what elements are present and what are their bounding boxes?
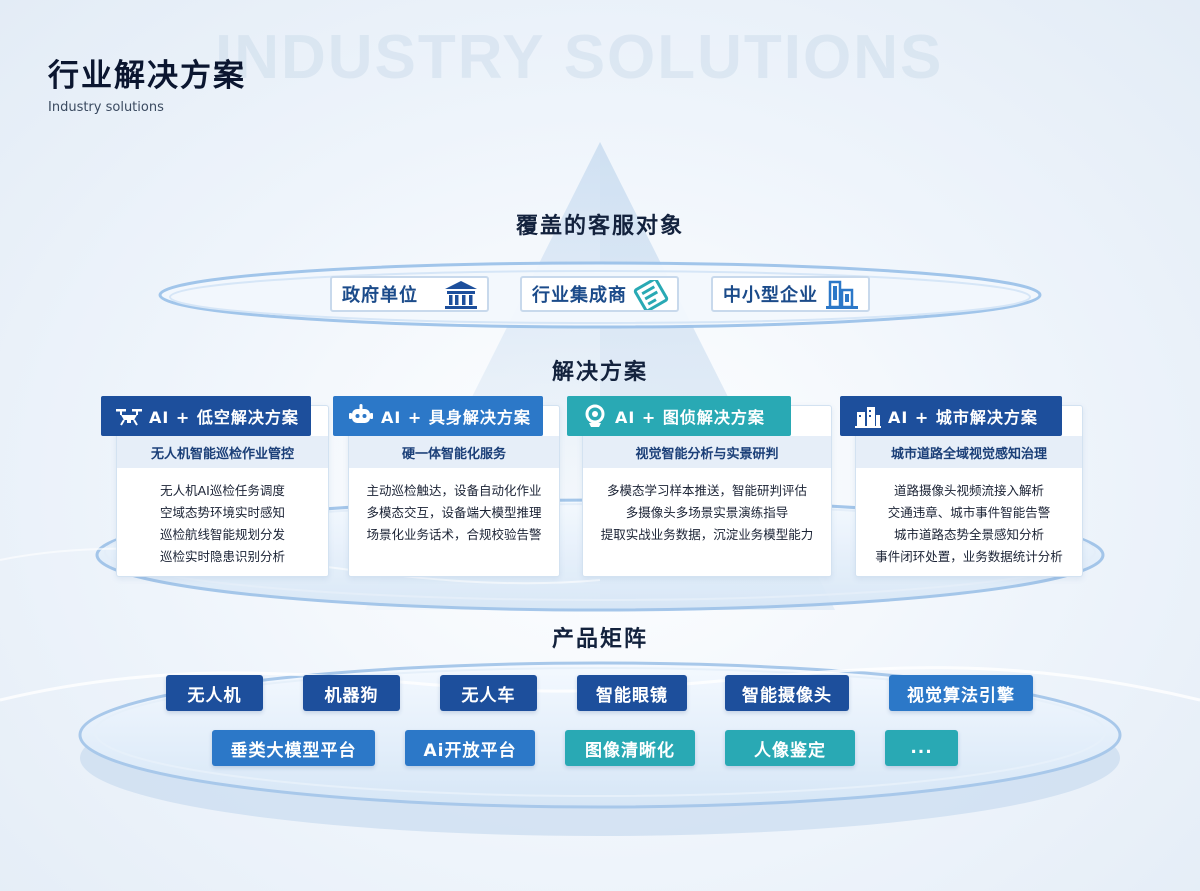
solution-card-imaging: AI + 图侦解决方案 视觉智能分析与实景研判 多模态学习样本推送，智能研判评估… [567, 396, 832, 577]
product-item: 机器狗 [303, 675, 400, 711]
solutions-title: 解决方案 [551, 360, 648, 385]
target-label: 中小型企业 [723, 285, 818, 306]
card-line: 交通违章、城市事件智能告警 [887, 505, 1051, 520]
card-line: 场景化业务话术，合规校验告警 [366, 527, 542, 542]
target-label: 行业集成商 [532, 285, 627, 306]
card-line: 无人机AI巡检任务调度 [160, 483, 285, 498]
card-header: AI + 具身解决方案 [333, 396, 543, 436]
card-line: 多摄像头多场景实景演练指导 [625, 505, 789, 520]
card-line: 巡检航线智能规划分发 [159, 527, 285, 542]
card-lines: 道路摄像头视频流接入解析 交通违章、城市事件智能告警 城市道路态势全景感知分析 … [856, 480, 1082, 568]
card-line: 多模态交互，设备端大模型推理 [366, 505, 542, 520]
camera-icon [585, 404, 605, 427]
products-title: 产品矩阵 [551, 627, 648, 652]
solution-card-embodied: AI + 具身解决方案 硬一体智能化服务 主动巡检触达，设备自动化作业 多模态交… [333, 396, 560, 577]
card-line: 道路摄像头视频流接入解析 [893, 483, 1044, 498]
page-title: 行业解决方案 [48, 58, 246, 94]
card-line: 主动巡检触达，设备自动化作业 [366, 483, 542, 498]
product-item: 智能摄像头 [725, 675, 849, 711]
card-header-label: AI + 低空解决方案 [149, 408, 299, 427]
product-item: 视觉算法引擎 [889, 675, 1033, 711]
government-building-icon [445, 281, 477, 309]
card-line: 巡检实时隐患识别分析 [159, 549, 285, 564]
target-label: 政府单位 [342, 285, 418, 306]
city-icon [855, 407, 881, 428]
card-line: 城市道路态势全景感知分析 [893, 527, 1044, 542]
card-lines: 主动巡检触达，设备自动化作业 多模态交互，设备端大模型推理 场景化业务话术，合规… [349, 480, 559, 546]
card-lines: 无人机AI巡检任务调度 空域态势环境实时感知 巡检航线智能规划分发 巡检实时隐患… [117, 480, 328, 568]
product-item: ... [885, 730, 958, 766]
card-header: AI + 图侦解决方案 [567, 396, 791, 436]
product-item: 图像清晰化 [565, 730, 695, 766]
target-enterprise: 中小型企业 [711, 276, 870, 312]
solution-card-lowaltitude: AI + 低空解决方案 无人机智能巡检作业管控 无人机AI巡检任务调度 空域态势… [101, 396, 329, 577]
card-line: 提取实战业务数据，沉淀业务模型能力 [600, 527, 814, 542]
product-item: 人像鉴定 [725, 730, 855, 766]
card-line: 多模态学习样本推送，智能研判评估 [606, 483, 807, 498]
product-item: 无人车 [440, 675, 537, 711]
card-subtitle: 硬一体智能化服务 [349, 436, 559, 468]
card-header: AI + 城市解决方案 [840, 396, 1062, 436]
coverage-title: 覆盖的客服对象 [515, 214, 684, 239]
integrator-chip-icon [633, 280, 669, 310]
target-integrator: 行业集成商 [520, 276, 679, 312]
page-subtitle: Industry solutions [48, 100, 164, 115]
card-subtitle: 无人机智能巡检作业管控 [117, 436, 328, 468]
card-subtitle: 视觉智能分析与实景研判 [583, 436, 831, 468]
card-line: 事件闭环处置，业务数据统计分析 [875, 549, 1063, 564]
card-lines: 多模态学习样本推送，智能研判评估 多摄像头多场景实景演练指导 提取实战业务数据，… [583, 480, 831, 546]
enterprise-building-icon [826, 280, 858, 309]
card-header-label: AI + 图侦解决方案 [615, 408, 765, 427]
card-header-label: AI + 城市解决方案 [888, 408, 1038, 427]
product-item: 无人机 [166, 675, 263, 711]
card-header-label: AI + 具身解决方案 [381, 408, 531, 427]
product-item: 智能眼镜 [577, 675, 687, 711]
drone-icon [116, 409, 142, 426]
product-item: 垂类大模型平台 [212, 730, 375, 766]
card-header: AI + 低空解决方案 [101, 396, 311, 436]
card-line: 空域态势环境实时感知 [159, 505, 285, 520]
robot-icon [349, 404, 373, 423]
watermark-text: INDUSTRY SOLUTIONS [215, 23, 944, 92]
target-government: 政府单位 [330, 276, 489, 312]
product-item: Ai开放平台 [405, 730, 535, 766]
solution-card-city: AI + 城市解决方案 城市道路全域视觉感知治理 道路摄像头视频流接入解析 交通… [840, 396, 1083, 577]
card-subtitle: 城市道路全域视觉感知治理 [856, 436, 1082, 468]
